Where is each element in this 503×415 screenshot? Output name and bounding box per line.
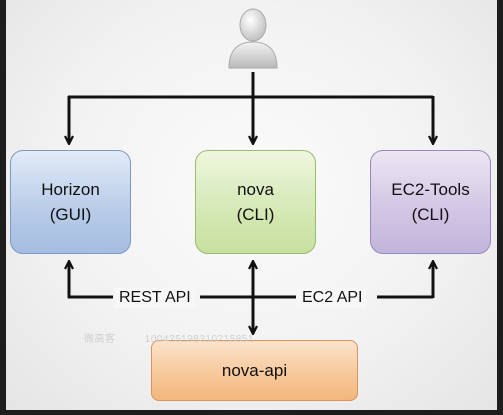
- nova-node: nova (CLI): [195, 150, 316, 254]
- watermark-site: 微高客: [84, 334, 116, 345]
- nova-api-node-name: nova-api: [221, 361, 288, 380]
- horizon-node-name: Horizon: [41, 180, 100, 199]
- user-silhouette-icon: [228, 8, 278, 69]
- horizon-node-type: (GUI): [49, 205, 92, 224]
- nova-node-type: (CLI): [236, 205, 275, 224]
- horizon-node: Horizon (GUI): [10, 150, 131, 254]
- nova-api-node: nova-api: [151, 340, 358, 401]
- rest-api-label: REST API: [115, 288, 195, 308]
- nova-node-name: nova: [237, 180, 274, 199]
- watermark: 微高客 100425198310215851: [84, 330, 254, 345]
- left-border: [0, 0, 6, 415]
- ec2-tools-node: EC2-Tools (CLI): [370, 150, 491, 254]
- watermark-id: 100425198310215851: [144, 334, 254, 345]
- ec2-api-label: EC2 API: [298, 288, 367, 308]
- right-border: [497, 0, 503, 415]
- ec2-tools-node-name: EC2-Tools: [391, 180, 470, 199]
- ec2-tools-node-type: (CLI): [411, 205, 450, 224]
- bottom-border: [0, 410, 503, 415]
